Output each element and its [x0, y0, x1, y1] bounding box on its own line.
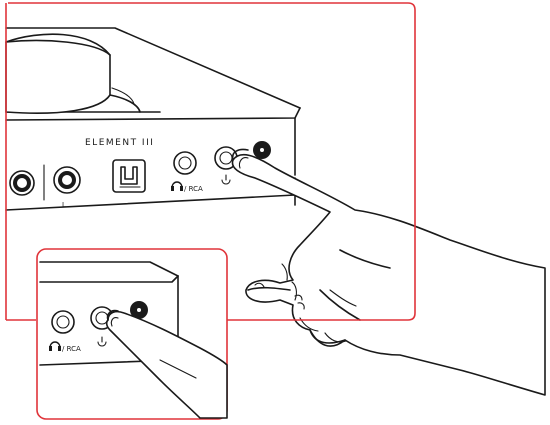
device-top-edge [5, 27, 301, 109]
rca-jack-left [53, 166, 81, 194]
inset-closeup: / RCA [36, 248, 228, 420]
optical-port [112, 159, 146, 193]
inset-hand [105, 309, 228, 419]
inset-dc-socket [130, 301, 148, 319]
faceplate-bottom-edge [5, 194, 296, 211]
hand-main [231, 148, 546, 396]
rca-jack-right [9, 170, 35, 196]
inset-power-icon [97, 336, 107, 347]
callout-frame-main [8, 2, 416, 321]
inset-device-top [39, 261, 179, 277]
left-channel-label: L [62, 201, 66, 209]
inset-headphone-icon [49, 341, 61, 351]
inset-faceplate-top [39, 275, 179, 283]
power-icon [221, 174, 231, 185]
main-frame-content: L ELEMENT III / RCA [5, 2, 546, 396]
output-label: / RCA [184, 185, 203, 193]
headphone-jack [173, 151, 197, 175]
volume-knob [5, 33, 141, 114]
dc-socket [253, 141, 271, 159]
inset-output-label: / RCA [62, 345, 81, 353]
device-name-label: ELEMENT III [85, 138, 154, 148]
inset-headphone-jack [51, 310, 75, 334]
headphone-icon [171, 181, 183, 191]
